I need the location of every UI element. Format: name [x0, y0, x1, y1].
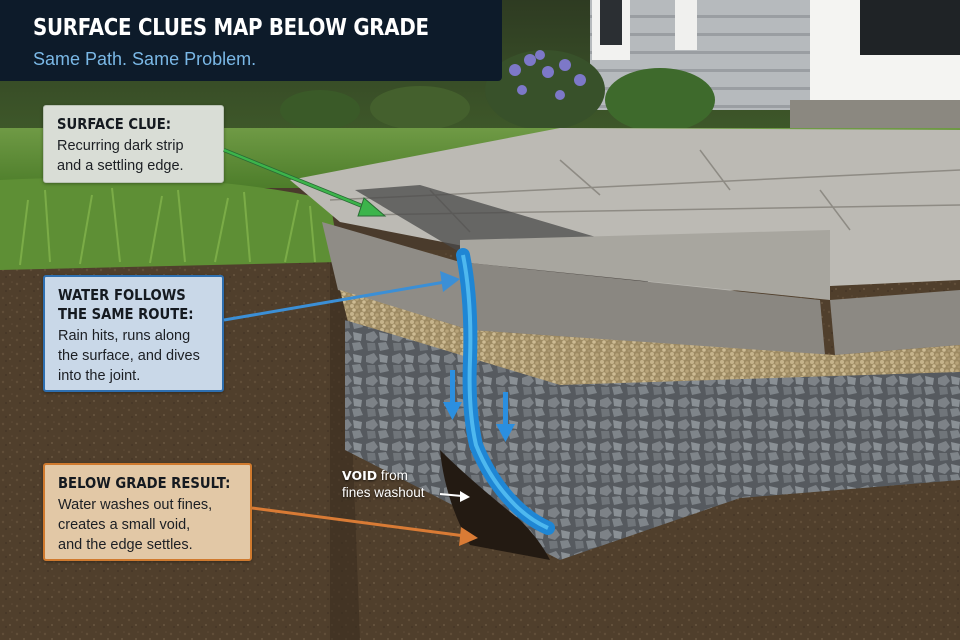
title-banner: SURFACE CLUES MAP BELOW GRADE Same Path.… [0, 0, 502, 81]
sand-bedding [340, 290, 960, 390]
callout-water-follows: WATER FOLLOWS THE SAME ROUTE: Rain hits,… [43, 275, 224, 392]
paver-edge-center [460, 262, 825, 355]
void-label-bold: VOID [342, 468, 378, 483]
page-subtitle: Same Path. Same Problem. [33, 49, 257, 69]
page-title: SURFACE CLUES MAP BELOW GRADE [33, 15, 429, 41]
callout-body: Water washes out fines, creates a small … [58, 497, 213, 553]
callout-title-line2: THE SAME ROUTE: [58, 305, 194, 323]
callout-title: BELOW GRADE RESULT: [58, 474, 231, 492]
callout-body: Rain hits, runs along the surface, and d… [58, 328, 200, 384]
callout-title-line1: WATER FOLLOWS [58, 286, 186, 304]
callout-surface-clue: SURFACE CLUE: Recurring dark strip and a… [43, 105, 224, 183]
callout-title: SURFACE CLUE: [57, 115, 172, 133]
void-label: VOID from fines washout [342, 467, 425, 501]
void-label-line2: fines washout [342, 485, 425, 500]
paver-edge-right [830, 290, 960, 355]
water-flow-arrows [443, 370, 515, 442]
callout-below-grade-result: BELOW GRADE RESULT: Water washes out fin… [43, 463, 252, 561]
callout-body: Recurring dark strip and a settling edge… [57, 138, 184, 174]
downspout [675, 0, 697, 50]
grass-tuft [0, 177, 340, 270]
void-label-rest: from [377, 468, 408, 483]
gravel-base [345, 320, 960, 560]
